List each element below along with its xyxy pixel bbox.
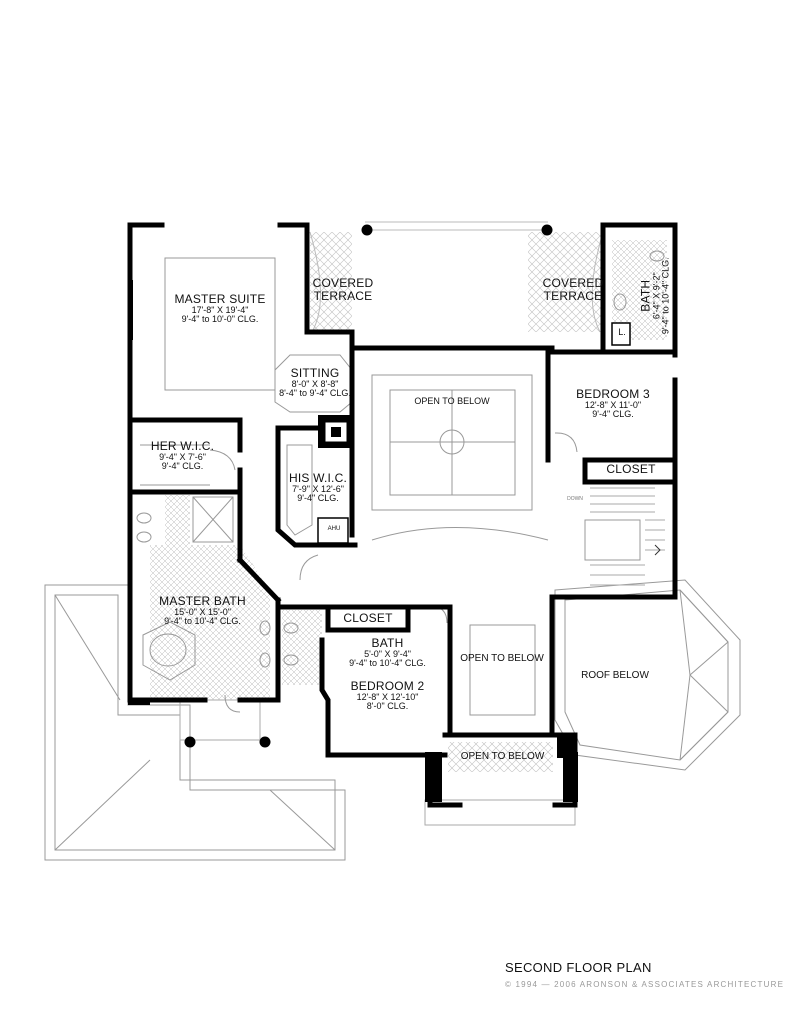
roof-bottom-ledge	[424, 799, 576, 826]
covered-terrace-left-label: COVERED TERRACE	[312, 276, 374, 303]
her-wic-label: HER W.I.C. 9'-4" X 7'-6" 9'-4" CLG.	[150, 439, 215, 472]
his-wic-label: HIS W.I.C. 7'-9" X 12'-6" 9'-4" CLG.	[288, 471, 347, 504]
roof-below-label: ROOF BELOW	[581, 670, 649, 681]
terrace-floors	[179, 232, 603, 772]
down-label: DOWN	[567, 496, 583, 502]
columns	[128, 224, 578, 802]
sitting-label: SITTING 8'-0" X 8'-8" 8'-4" to 9'-4" CLG…	[279, 366, 351, 399]
open-below-mid-label: OPEN TO BELOW	[460, 653, 544, 664]
plan-title: SECOND FLOOR PLAN	[505, 960, 652, 975]
interior-details	[136, 250, 665, 716]
small-boxes	[317, 322, 631, 544]
open-below-bottom-label: OPEN TO BELOW	[460, 751, 545, 762]
ahu-label: AHU	[327, 526, 341, 532]
closet-bed3-label: CLOSET	[606, 462, 656, 476]
roof-right	[554, 579, 741, 771]
bedroom2-label: BEDROOM 2 12'-8" X 12'-10" 8'-0" CLG.	[350, 679, 425, 712]
covered-terrace-right-label: COVERED TERRACE	[542, 276, 604, 303]
master-suite-label: MASTER SUITE 17'-8" X 19'-4" 9'-4" to 10…	[174, 292, 266, 325]
master-bath-label: MASTER BATH 15'-0" X 15'-0" 9'-4" to 10'…	[159, 594, 246, 627]
linen-label: L.	[618, 327, 626, 337]
bedroom3-label: BEDROOM 3 12'-8" X 11'-0" 9'-4" CLG.	[576, 387, 650, 420]
terrace-rails	[309, 221, 604, 333]
bath2-label: BATH 5'-0" X 9'-4" 9'-4" to 10'-4" CLG.	[349, 636, 426, 669]
copyright-notice: © 1994 — 2006 ARONSON & ASSOCIATES ARCHI…	[505, 980, 785, 989]
closet-bed2-label: CLOSET	[343, 611, 393, 625]
fireplace	[324, 421, 348, 443]
open-below-center-label: OPEN TO BELOW	[414, 396, 490, 406]
bath-top-label: BATH 6'-4" X 9'-2" 9'-4" to 10'-4" CLG.	[638, 257, 671, 335]
tile-floors	[150, 240, 667, 700]
